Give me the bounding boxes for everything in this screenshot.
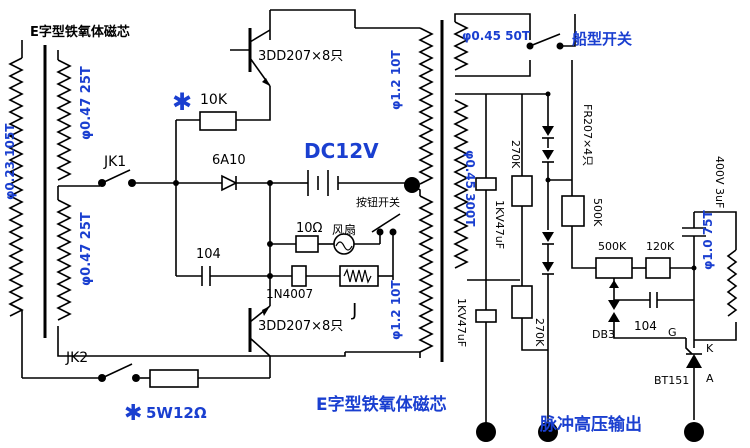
r-10ohm-label: 10Ω: [296, 221, 323, 236]
fr207-label: FR207×4只: [581, 104, 594, 166]
g-label: G: [668, 326, 677, 339]
push-switch: [371, 213, 401, 280]
star-10k: ✱: [172, 88, 192, 116]
switch-jk1: [98, 169, 136, 187]
cap-104b-label: 104: [634, 319, 657, 333]
boat-switch-label: 船型开关: [572, 30, 632, 48]
coil-right-top-label: φ0.45 50T: [462, 29, 531, 43]
output-terminal-2: [538, 422, 558, 442]
coil-right-mid-label: φ0.45 300T: [463, 150, 477, 227]
resistor-270k-bottom: [511, 285, 533, 319]
fan-label: 风扇: [332, 222, 356, 237]
r-500k-h-label: 500K: [598, 240, 627, 253]
r-270k-bottom-label: 270K: [533, 318, 546, 347]
coil-out: [726, 249, 738, 317]
relay-j: [339, 265, 379, 287]
core-label-top: E字型铁氧体磁芯: [30, 24, 130, 40]
resistor-5w: [149, 369, 199, 388]
resistor-120k: [645, 257, 671, 279]
resistor-500k-v: [561, 195, 585, 227]
jk1-label: JK1: [103, 154, 126, 170]
center-transformer: [418, 20, 469, 362]
diode-6a10: [221, 174, 238, 192]
diode-fr207-2: [542, 150, 554, 160]
coil-primary-label: φ0.23 105T: [3, 123, 17, 200]
battery-dc12v: [300, 170, 412, 196]
resistor-500k-h: [595, 257, 633, 279]
push-switch-label: 按钮开关: [356, 195, 400, 209]
relay-j-label: J: [351, 300, 357, 321]
d-6a10-label: 6A10: [212, 153, 246, 168]
r-500k-v-label: 500K: [591, 198, 604, 227]
coil-top-left: [56, 59, 72, 181]
diode-fr207-1: [542, 126, 554, 136]
r-270k-top-label: 270K: [509, 140, 522, 169]
resistor-10ohm: [295, 235, 319, 253]
coil-top-center: [418, 27, 434, 185]
coil-bottom-left-label: φ0.47 25T: [79, 212, 94, 286]
cap-400v-label: 400V 3uF: [713, 156, 726, 208]
cap-1kv-top: [475, 177, 497, 191]
coil-top-center-label: φ1.2 10T: [389, 49, 403, 110]
k-label: K: [706, 342, 714, 355]
coil-right-top: [453, 21, 469, 71]
coil-primary-left: [8, 57, 24, 317]
diode-fr207-4: [542, 262, 554, 272]
output-label: 脉冲高压输出: [539, 414, 642, 435]
coil-right-mid: [453, 99, 469, 269]
switch-jk2: [98, 363, 140, 382]
output-terminal-3: [684, 422, 704, 442]
coil-bottom-left: [56, 199, 72, 321]
core-label-bottom: E字型铁氧体磁芯: [316, 394, 447, 415]
diode-fr207-3: [542, 232, 554, 242]
dc12v-label: DC12V: [304, 139, 379, 163]
output-terminal-1: [476, 422, 496, 442]
db3-label: DB3: [592, 328, 615, 341]
jk2-label: JK2: [65, 350, 88, 366]
r-10k-label: 10K: [200, 92, 228, 108]
cap-1kv-bottom: [475, 309, 497, 323]
transistor-top-label: 3DD207×8只: [258, 49, 343, 64]
transistor-bottom: [248, 305, 271, 378]
transistor-bottom-label: 3DD207×8只: [258, 319, 343, 334]
transistor-top: [230, 28, 271, 100]
coil-bottom-center: [418, 195, 434, 353]
diode-1n4007: [291, 265, 307, 287]
diac-db3: [608, 300, 620, 310]
boat-switch: [526, 14, 576, 50]
coil-bottom-center-label: φ1.2 10T: [389, 279, 403, 340]
left-transformer: [8, 45, 100, 378]
coil-top-left-label: φ0.47 25T: [79, 66, 94, 140]
resistor-270k-top: [511, 175, 533, 207]
star-5w: ✱: [124, 401, 142, 426]
r-5w-label: 5W12Ω: [146, 404, 207, 422]
cap-104-label: 104: [196, 247, 221, 262]
scr-bt151: [685, 338, 702, 420]
resistor-10k: [199, 111, 237, 131]
scr-label: BT151: [654, 374, 689, 387]
r-120k-label: 120K: [646, 240, 675, 253]
cap-1kv-top-label: 1KV47uF: [493, 200, 506, 249]
d-1n4007-label: 1N4007: [266, 287, 313, 301]
a-label: A: [706, 372, 714, 385]
coil-out-label: φ1.0 75T: [701, 209, 715, 270]
cap-1kv-bottom-label: 1KV47uF: [455, 298, 468, 347]
